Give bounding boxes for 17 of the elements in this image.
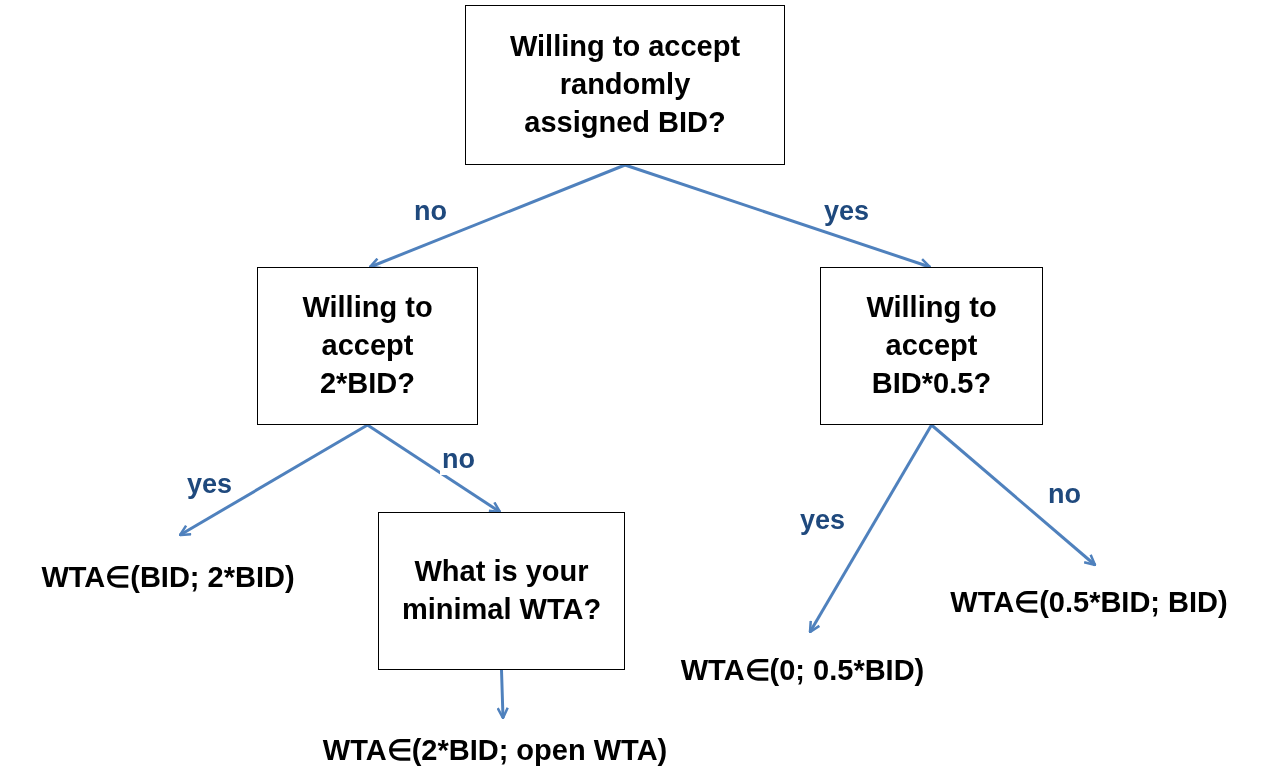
arrow [808, 424, 933, 634]
question-text: What is your minimal WTA? [400, 554, 603, 627]
question-text: Willing to accept 2*BID? [301, 290, 434, 401]
result-text: WTA∈(BID; 2*BID) [8, 535, 328, 597]
arrow [366, 423, 502, 514]
question-box [378, 512, 625, 670]
question-text: Willing to accept BID*0.5? [865, 290, 998, 401]
arrow [178, 423, 369, 537]
arrow [496, 669, 509, 720]
question-box [820, 267, 1043, 425]
question-text: Willing to accept randomly assigned BID? [508, 29, 742, 140]
result-text: WTA∈(0; 0.5*BID) [650, 632, 955, 690]
result-text: WTA∈(2*BID; open WTA) [280, 718, 710, 770]
question-box [465, 5, 785, 165]
result-text: WTA∈(0.5*BID; BID) [918, 565, 1260, 622]
question-box [257, 267, 478, 425]
arrow [930, 423, 1097, 567]
